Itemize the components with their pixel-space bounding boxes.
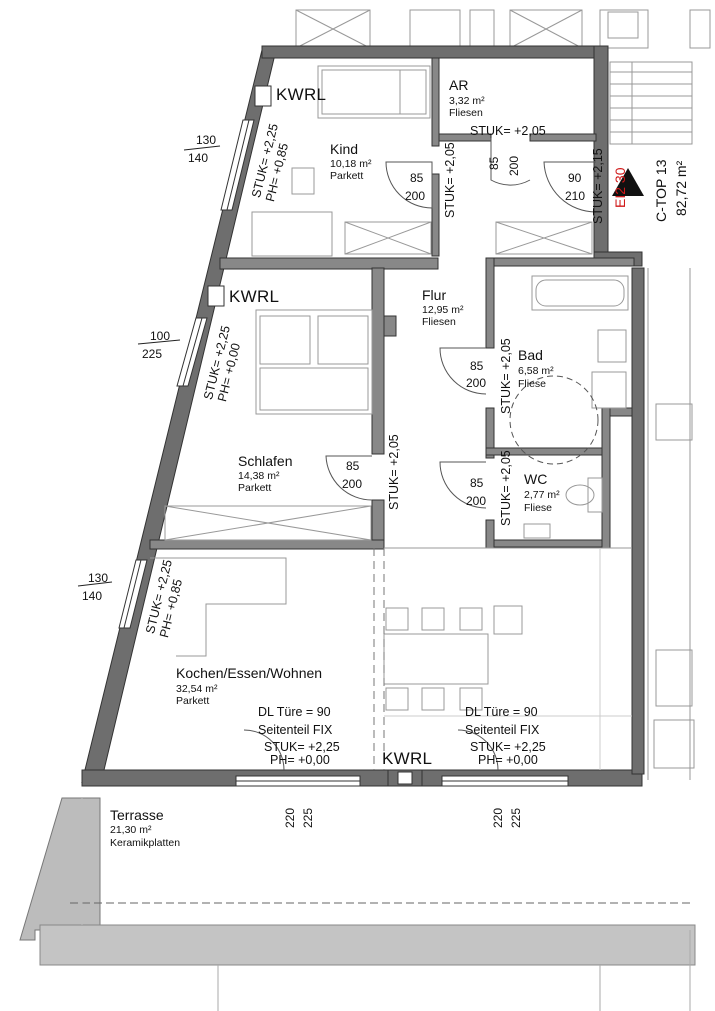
terrace-door-left-line1: DL Türe = 90 [258, 705, 331, 719]
room-wc-floor: Fliese [524, 502, 553, 514]
neighbour-structures [295, 9, 711, 145]
room-schlafen-area: 14,38 m² [238, 470, 280, 482]
door-bad-width: 85 [470, 359, 484, 373]
window1-dim-b: 140 [188, 151, 209, 165]
furniture [150, 65, 695, 780]
windows [118, 119, 569, 787]
door-wc-width: 85 [470, 476, 484, 490]
stuk-wc-door: STUK= +2,05 [499, 450, 513, 526]
stuk-bad-door: STUK= +2,05 [499, 338, 513, 414]
room-wc-name: WC [524, 471, 548, 487]
terrace-right-dim-b: 225 [509, 807, 523, 828]
room-terrasse-name: Terrasse [110, 807, 164, 823]
terrace-slab [19, 797, 696, 1011]
window2-dim-b: 225 [142, 347, 163, 361]
window3-dim-b: 140 [82, 589, 103, 603]
door-bad-height: 200 [466, 376, 487, 390]
kwrl-units [207, 85, 423, 787]
room-ar-floor: Fliesen [449, 107, 483, 119]
room-flur-name: Flur [422, 287, 447, 303]
exterior-walls [81, 45, 645, 787]
room-bad-floor: Fliese [518, 378, 547, 390]
terrace-door-right-line2: Seitenteil FIX [465, 723, 540, 737]
top-area: 82,72 m² [673, 160, 689, 216]
terrace-door-right-line1: DL Türe = 90 [465, 705, 538, 719]
door-wc-height: 200 [466, 494, 487, 508]
room-terrasse-floor: Keramikplatten [110, 837, 181, 849]
room-ar-name: AR [449, 77, 469, 93]
room-flur-area: 12,95 m² [422, 304, 464, 316]
terrace-left-dim-b: 225 [301, 807, 315, 828]
room-flur-floor: Fliesen [422, 316, 456, 328]
door-kind-width: 85 [410, 171, 424, 185]
room-kind-name: Kind [330, 141, 359, 157]
terrace-door-left-line3: STUK= +2,25 [264, 740, 340, 754]
room-kochen-area: 32,54 m² [176, 683, 218, 695]
room-kochen-floor: Parkett [176, 695, 210, 707]
door-schlafen-height: 200 [342, 477, 363, 491]
door-entry-width: 90 [568, 171, 582, 185]
terrace-door-left-line2: Seitenteil FIX [258, 723, 333, 737]
door-schlafen-width: 85 [346, 459, 360, 473]
room-terrasse-area: 21,30 m² [110, 824, 152, 836]
room-kind-floor: Parkett [330, 170, 364, 182]
window-dim-lines [77, 145, 221, 587]
terrace-left-dim-a: 220 [283, 807, 297, 828]
level-marker-icon [612, 168, 644, 196]
stuk-ar: STUK= +2,05 [470, 124, 546, 138]
room-schlafen-floor: Parkett [238, 482, 272, 494]
stuk-kind-door: STUK= +2,05 [443, 142, 457, 218]
kwrl-wohnen: KWRL [382, 749, 433, 768]
room-wc-area: 2,77 m² [524, 489, 560, 501]
window3-dim-a: 130 [88, 571, 109, 585]
terrace-door-left-line4: PH= +0,00 [270, 753, 330, 767]
stuk-schlafen-door: STUK= +2,05 [387, 434, 401, 510]
room-bad-area: 6,58 m² [518, 365, 554, 377]
room-schlafen-name: Schlafen [238, 453, 293, 469]
room-kochen-name: Kochen/Essen/Wohnen [176, 665, 323, 681]
room-ar-area: 3,32 m² [449, 95, 485, 107]
kwrl-kind: KWRL [276, 85, 327, 104]
terrace-door-right-line4: PH= +0,00 [478, 753, 538, 767]
door-ar-height: 200 [507, 155, 521, 176]
stuk-entry-door: STUK= +2,15 [591, 148, 605, 224]
room-bad-name: Bad [518, 347, 543, 363]
door-kind-height: 200 [405, 189, 426, 203]
window1-dim-a: 130 [196, 133, 217, 147]
door-ar-width: 85 [487, 156, 501, 170]
kwrl-schlafen: KWRL [229, 287, 280, 306]
terrace-right-dim-a: 220 [491, 807, 505, 828]
door-swings [243, 138, 599, 771]
window2-dim-a: 100 [150, 329, 171, 343]
terrace-door-right-line3: STUK= +2,25 [470, 740, 546, 754]
door-entry-height: 210 [565, 189, 586, 203]
level-label: EI2 30 [612, 167, 628, 208]
top-code: C-TOP 13 [653, 159, 669, 222]
room-kind-area: 10,18 m² [330, 158, 372, 170]
